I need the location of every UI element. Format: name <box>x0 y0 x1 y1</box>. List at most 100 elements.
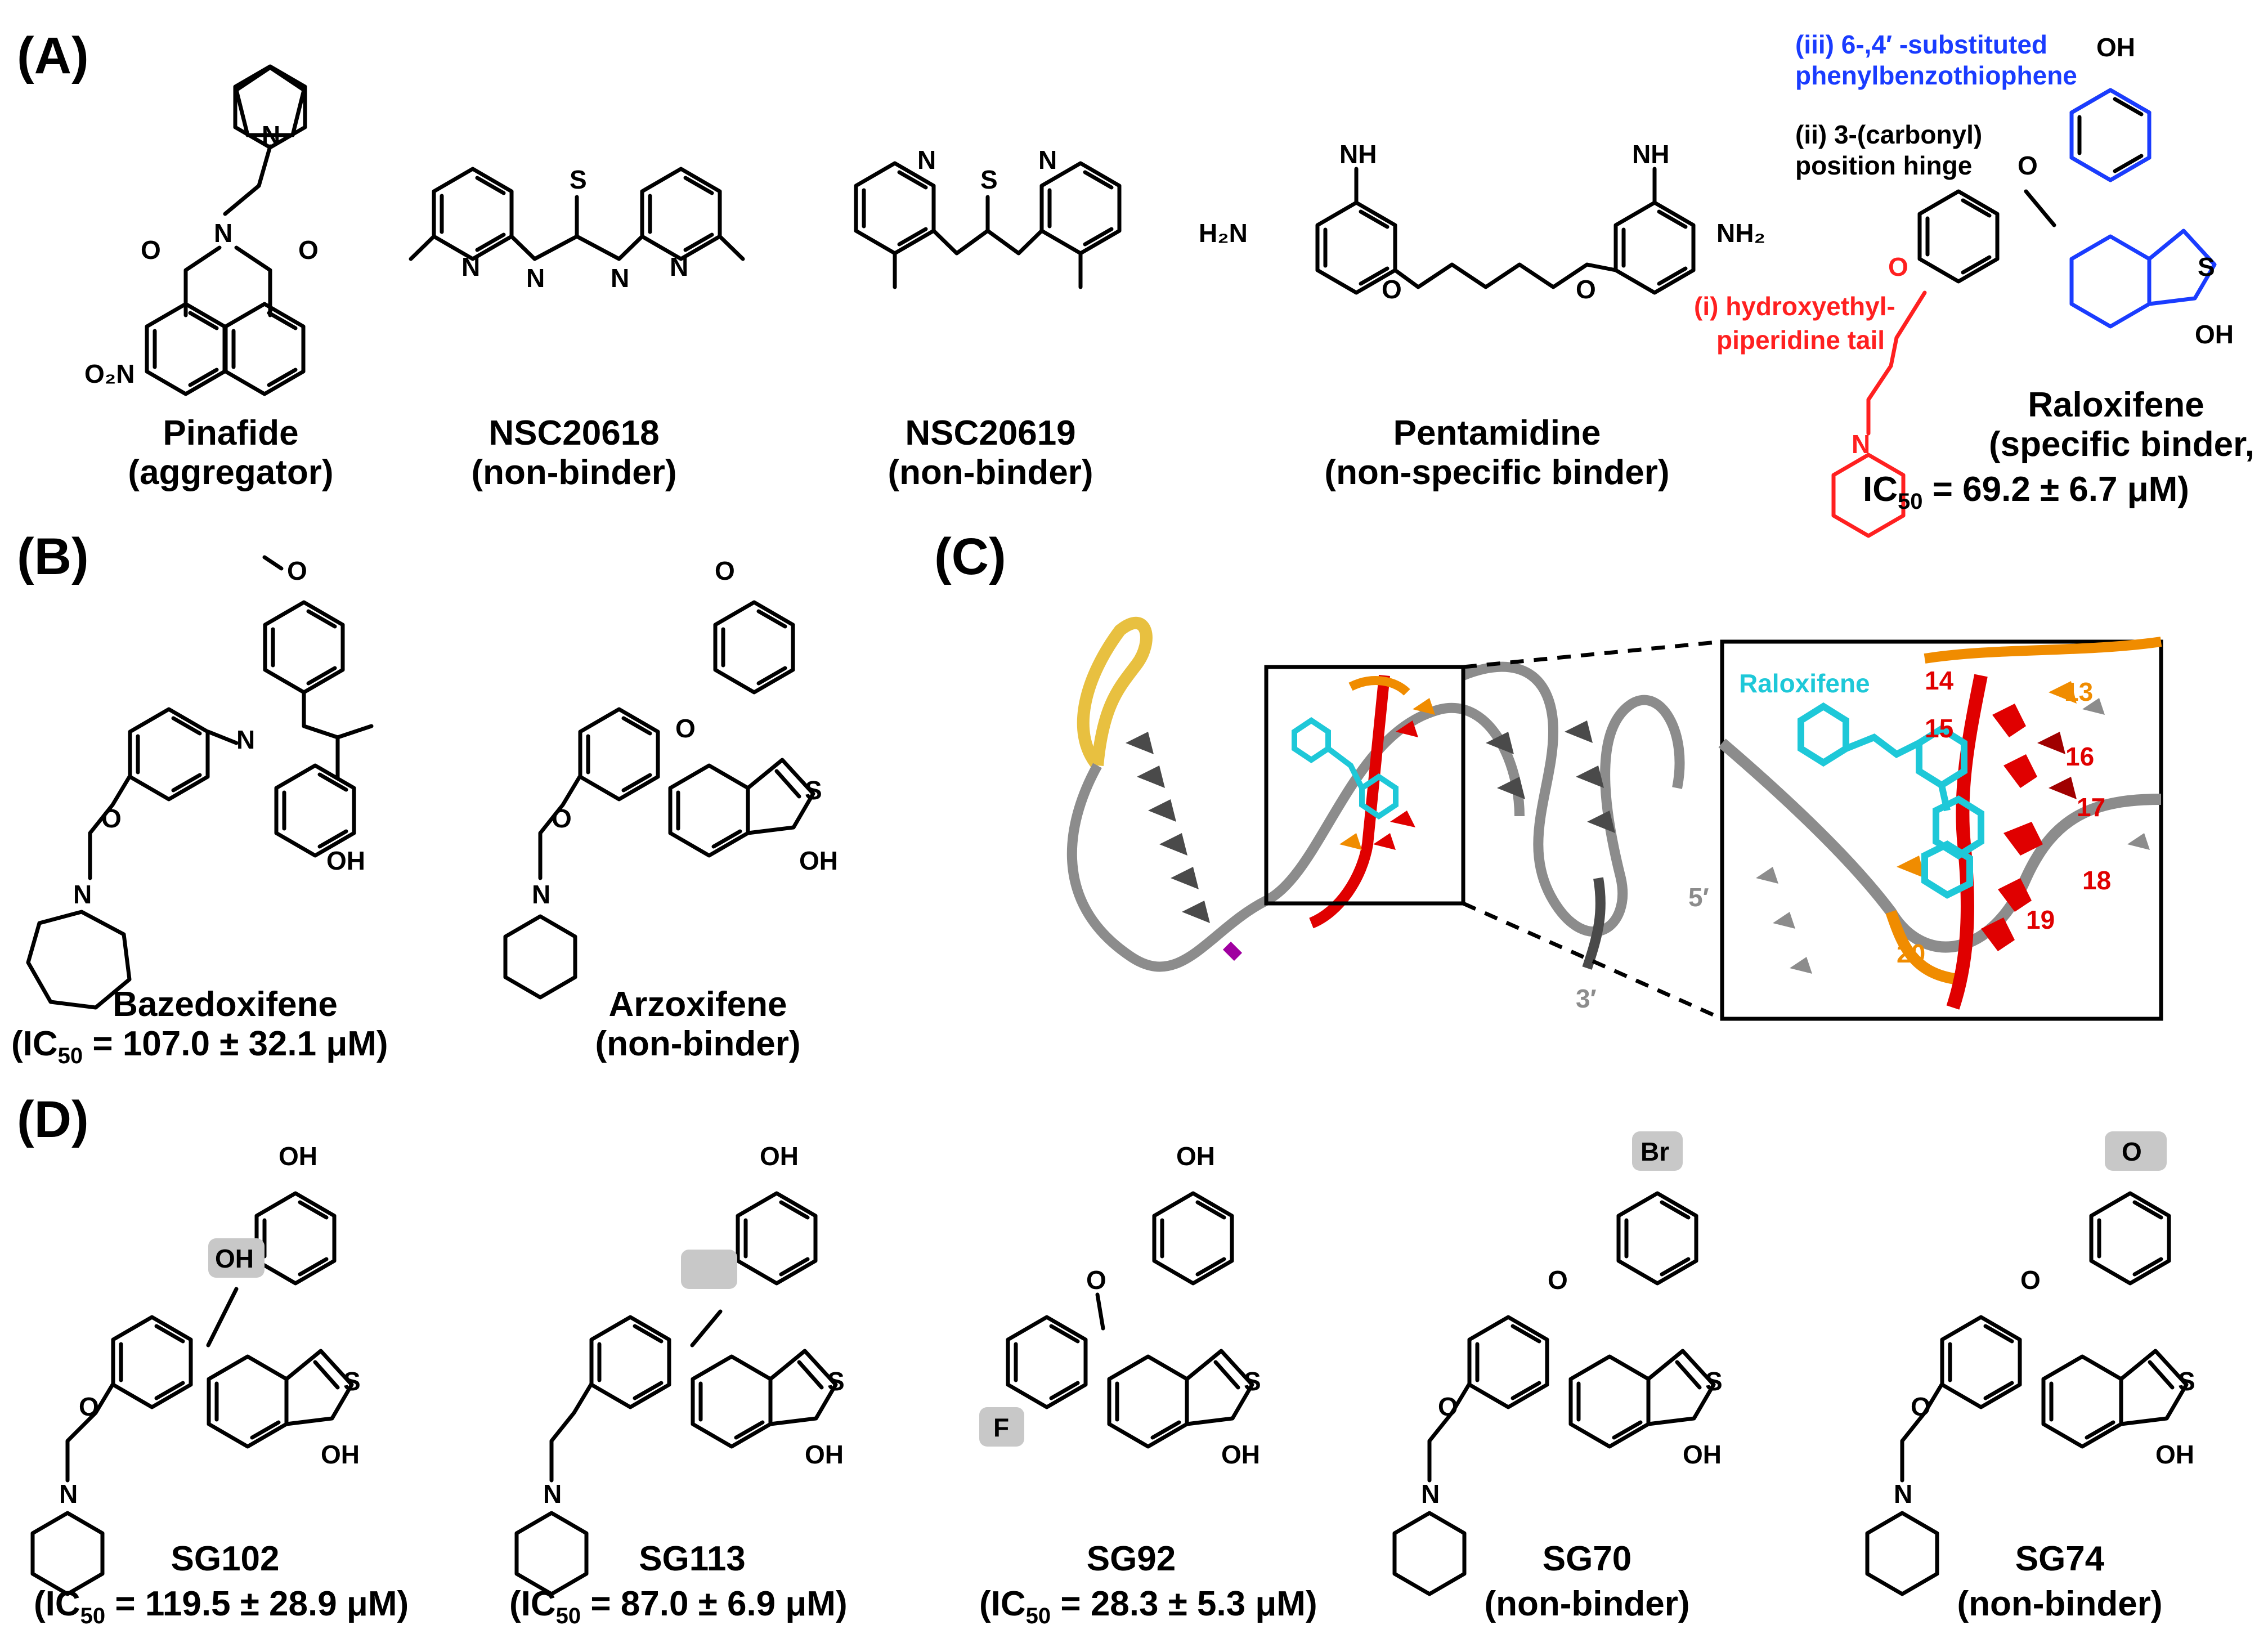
raloxifene-oh-top: OH <box>2096 33 2135 62</box>
sg74-oh-bottom: OH <box>2155 1440 2194 1469</box>
inset-backbone-orange <box>1885 910 1960 985</box>
orange-bases-overview <box>1339 698 1435 850</box>
nsc20618-s: S <box>570 165 587 194</box>
zoom-box-large <box>1720 639 2163 1021</box>
inset-red-bases <box>1981 704 2043 951</box>
sg92-oh-bottom: OH <box>1221 1440 1260 1469</box>
raloxifene-name: Raloxifene <box>2028 386 2204 424</box>
sg92-highlight <box>979 1407 1024 1447</box>
pentamidine-h2n: H₂N <box>1199 218 1248 248</box>
panel-d-label: (D) <box>17 1091 89 1148</box>
sg74-name: SG74 <box>2015 1539 2105 1578</box>
sg92-structure: OH S OH O F <box>979 1141 1261 1469</box>
nsc20618-nh2: N <box>611 263 629 293</box>
pinafide-o2n: O₂N <box>84 359 135 388</box>
zoom-line-top <box>1463 639 1723 669</box>
arzoxifene-o-ether: O <box>552 804 572 833</box>
bazedoxifene-ic50: (IC50 = 107.0 ± 32.1 μM) <box>11 1024 388 1068</box>
sg113-highlight <box>681 1250 737 1289</box>
residue-20: 20 <box>1897 939 1925 968</box>
rna-loop-yellow <box>1077 616 1153 770</box>
sg113-structure: OH S OH N <box>517 1141 845 1594</box>
sg113-oh-top: OH <box>760 1141 799 1171</box>
bazedoxifene-o-methoxy: O <box>287 556 307 585</box>
rna-bases-left <box>1126 732 1210 923</box>
raloxifene-o-carbonyl: O <box>2018 151 2038 180</box>
pinafide-o2: O <box>298 235 319 265</box>
raloxifene-o-ether: O <box>1888 252 1908 281</box>
annotation-ii-line1: (ii) 3-(carbonyl) <box>1795 120 1982 149</box>
pentamidine-note: (non-specific binder) <box>1324 453 1669 492</box>
sg102-structure: OH S OH OH O N <box>33 1141 361 1594</box>
sg92-name: SG92 <box>1087 1539 1176 1578</box>
sg70-n: N <box>1421 1479 1440 1508</box>
bazedoxifene-n-indole: N <box>236 725 255 754</box>
nsc20618-name: NSC20618 <box>488 414 659 453</box>
nsc20618-n2: N <box>670 252 688 281</box>
sg70-o-ether: O <box>1438 1392 1458 1421</box>
nsc20619-s: S <box>980 165 998 194</box>
sg70-o-carbonyl: O <box>1548 1265 1568 1295</box>
arzoxifene-note: (non-binder) <box>595 1024 800 1063</box>
pentamidine-nh2: NH₂ <box>1716 218 1765 248</box>
sg74-o-ether: O <box>1911 1392 1931 1421</box>
sg102-oh-bottom: OH <box>321 1440 360 1469</box>
inset-gray-bases <box>1756 698 2150 974</box>
sg102-oh-hinge: OH <box>215 1244 254 1273</box>
end-5prime: 5′ <box>1688 883 1709 912</box>
sg74-s: S <box>2178 1367 2195 1396</box>
pinafide-n-imide: N <box>214 218 232 248</box>
sg70-highlight <box>1632 1131 1683 1171</box>
arzoxifene-structure: O S OH O O N <box>505 556 838 997</box>
sg92-s: S <box>1244 1367 1261 1396</box>
residue-13: 13 <box>2064 677 2093 706</box>
inset-raloxifene-ligand <box>1798 702 1984 899</box>
sg102-highlight <box>208 1238 265 1278</box>
annotation-iii-line2: phenylbenzothiophene <box>1795 61 2077 90</box>
nsc20618-nh1: N <box>526 263 545 293</box>
end-3prime: 3′ <box>1576 984 1597 1013</box>
sg102-s: S <box>343 1367 361 1396</box>
raloxifene-note: (specific binder, <box>1989 425 2254 464</box>
pentamidine-nh-right: NH <box>1632 140 1669 169</box>
nsc20618-note: (non-binder) <box>471 453 676 492</box>
arzoxifene-o-methoxy: O <box>715 556 735 585</box>
sg74-n: N <box>1894 1479 1912 1508</box>
inset-ligand-label: Raloxifene <box>1739 669 1870 698</box>
annotation-i-line2: piperidine tail <box>1716 325 1885 355</box>
nsc20619-note: (non-binder) <box>888 453 1093 492</box>
rna-structure-overview: 5′ 3′ <box>1066 616 1723 1021</box>
sg92-f: F <box>993 1413 1009 1442</box>
raloxifene-oh-bottom: OH <box>2195 320 2234 349</box>
sg102-name: SG102 <box>171 1539 279 1578</box>
pinafide-note: (aggregator) <box>128 453 333 492</box>
sg102-oh-top: OH <box>279 1141 317 1171</box>
nsc20619-name: NSC20619 <box>905 414 1075 453</box>
nsc20619-n2: N <box>1038 145 1057 174</box>
inset-backbone-top <box>1924 637 2162 664</box>
panel-c-label: (C) <box>934 528 1006 585</box>
rna-3prime-end <box>1582 877 1606 970</box>
bazedoxifene-o-ether: O <box>101 804 122 833</box>
sg92-ic50: (IC50 = 28.3 ± 5.3 μM) <box>979 1584 1317 1628</box>
sg113-oh-bottom: OH <box>805 1440 844 1469</box>
arzoxifene-o-bridge: O <box>675 714 696 743</box>
sg92-oh-top: OH <box>1176 1141 1215 1171</box>
nsc20619-n1: N <box>917 145 936 174</box>
residue-16: 16 <box>2065 742 2094 771</box>
zoom-box-small <box>1264 665 1465 906</box>
rna-bases-right <box>1486 720 1615 833</box>
nsc20619-structure: N N S <box>856 145 1119 289</box>
sg92-o-carbonyl: O <box>1086 1265 1106 1295</box>
nsc20618-structure: N N S N N <box>409 165 745 293</box>
residue-18: 18 <box>2082 866 2111 895</box>
panel-b-label: (B) <box>17 528 89 585</box>
sg102-ic50: (IC50 = 119.5 ± 28.9 μM) <box>34 1584 409 1628</box>
annotation-ii-line2: position hinge <box>1795 151 1972 180</box>
sg70-oh-bottom: OH <box>1683 1440 1722 1469</box>
inset-orange-bases <box>1897 681 2077 878</box>
bazedoxifene-name: Bazedoxifene <box>113 985 338 1024</box>
pentamidine-o2: O <box>1576 275 1596 304</box>
rna-backbone-orange <box>1348 676 1410 696</box>
